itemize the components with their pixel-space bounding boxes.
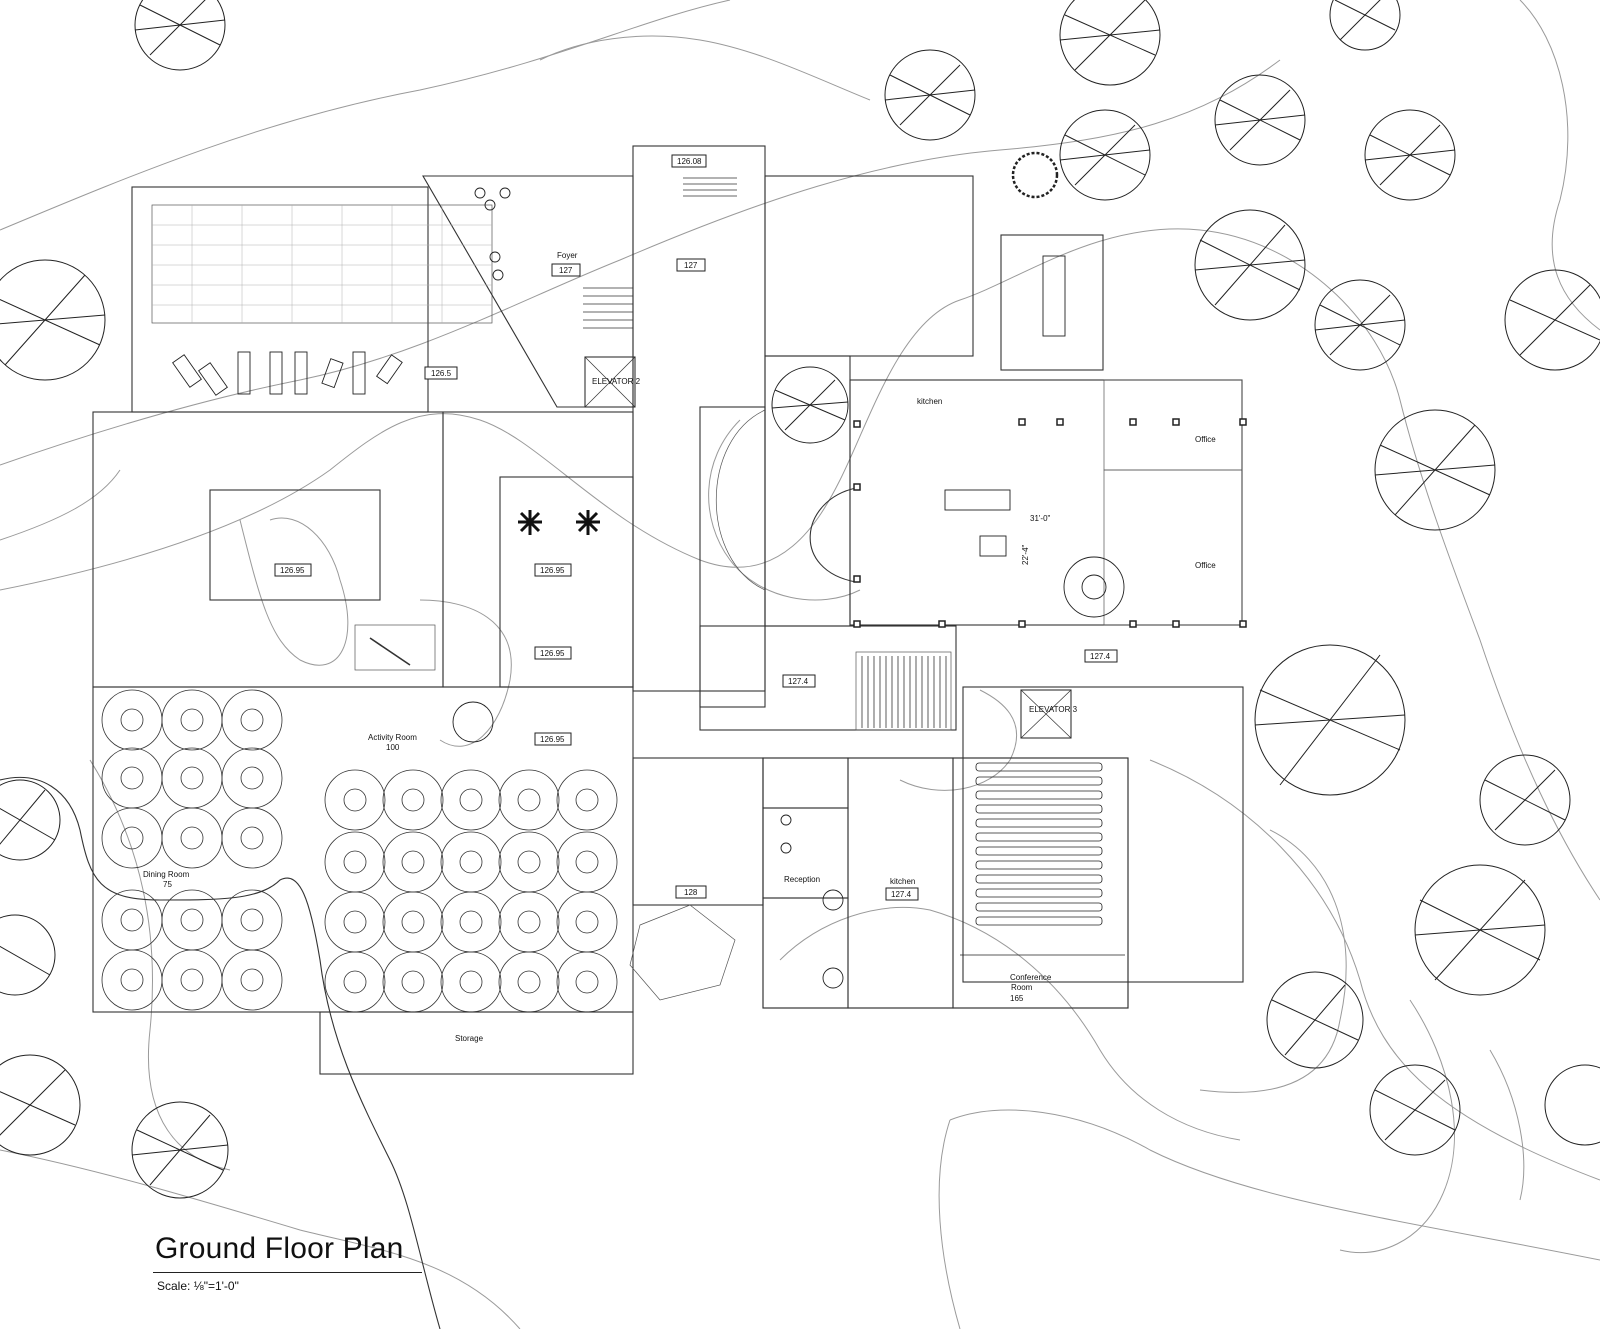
room-label-kitchen-upper: kitchen: [917, 397, 942, 406]
dimension-width: 31'-0": [1030, 514, 1051, 523]
elevation-tag-10: 127.4: [1090, 652, 1111, 661]
elevator-label-3: ELEVATOR 3: [1029, 705, 1078, 714]
room-label-kitchen-lower: kitchen: [890, 877, 915, 886]
trees: [0, 0, 1600, 1199]
elevation-tag-6: 126.95: [540, 566, 565, 575]
room-label-conference: Conference: [1010, 973, 1052, 982]
elevation-tag-2: 127: [559, 266, 573, 275]
room-label-foyer: Foyer: [557, 251, 578, 260]
elevation-tag-8: 126.95: [540, 735, 565, 744]
dining-tables: [101, 689, 618, 1013]
room-label-office-1: Office: [1195, 435, 1216, 444]
pool-hatch: [152, 205, 492, 323]
elevator-labels: ELEVATOR 2 ELEVATOR 3: [592, 377, 1078, 714]
dimension-labels: 31'-0" 22'-4": [1021, 514, 1051, 565]
elevator-label-2: ELEVATOR 2: [592, 377, 641, 386]
elevation-tag-5: 126.95: [280, 566, 305, 575]
canopy: [629, 904, 736, 1001]
furniture: [452, 187, 1125, 989]
room-label-conference-2: Room: [1011, 983, 1033, 992]
elevation-tag-11: 128: [684, 888, 698, 897]
elevation-tag-12: 127.4: [891, 890, 912, 899]
room-label-activity: Activity Room: [368, 733, 417, 742]
room-label-activity-num: 100: [386, 743, 400, 752]
room-label-dining-num: 75: [163, 880, 172, 889]
stair-treads: [369, 177, 947, 728]
elevation-tag-9: 127.4: [788, 677, 809, 686]
room-label-reception: Reception: [784, 875, 820, 884]
elevation-tags: 126.08 127 127 126.5 126.95 126.95 126.9…: [274, 154, 1118, 901]
title-underline: [153, 1272, 422, 1273]
elevation-tag-4: 126.5: [431, 369, 452, 378]
dimension-depth: 22'-4": [1021, 544, 1030, 565]
room-label-office-2: Office: [1195, 561, 1216, 570]
curved-bay: [809, 487, 857, 583]
elevation-tag-7: 126.95: [540, 649, 565, 658]
building-walls: [92, 145, 1244, 1075]
room-label-storage: Storage: [455, 1034, 484, 1043]
elevator-marks: [584, 356, 1072, 739]
elevation-tag-1: 126.08: [677, 157, 702, 166]
site-path: [0, 776, 441, 1329]
drawing-scale: Scale: ⅛"=1'-0": [157, 1279, 239, 1293]
room-labels: Foyer kitchen Office Office Activity Roo…: [143, 251, 1216, 1043]
room-label-conference-num: 165: [1010, 994, 1024, 1003]
planters: [518, 510, 600, 535]
pool-loungers: [172, 351, 403, 396]
conference-seating: [960, 762, 1125, 956]
columns: [853, 418, 1247, 628]
elevation-tag-3: 127: [684, 261, 698, 270]
room-label-dining: Dining Room: [143, 870, 190, 879]
entry-arc: [716, 409, 766, 591]
drawing-title: Ground Floor Plan: [155, 1232, 404, 1265]
